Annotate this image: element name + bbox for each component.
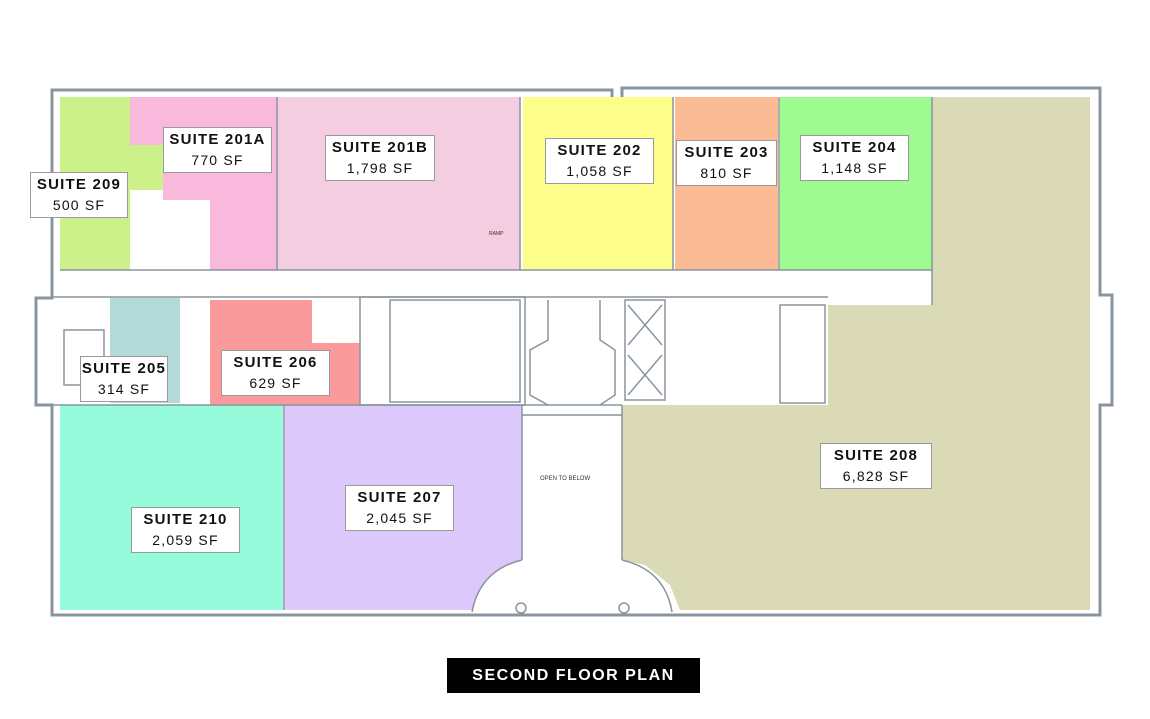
- suite-name: SUITE 204: [812, 139, 897, 156]
- suite-201b-label: SUITE 201B 1,798 SF: [325, 135, 435, 181]
- plan-title: SECOND FLOOR PLAN: [447, 658, 700, 693]
- suite-209-label: SUITE 209 500 SF: [30, 172, 128, 218]
- suite-205-label: SUITE 205 314 SF: [80, 356, 168, 402]
- suite-area: 2,045 SF: [366, 510, 433, 526]
- suite-210-label: SUITE 210 2,059 SF: [131, 507, 240, 553]
- suite-207-label: SUITE 207 2,045 SF: [345, 485, 454, 531]
- suite-201b-area[interactable]: [277, 97, 520, 270]
- suite-204-area[interactable]: [780, 97, 932, 270]
- suite-area: 1,058 SF: [566, 163, 633, 179]
- suite-204-label: SUITE 204 1,148 SF: [800, 135, 909, 181]
- suite-208-area[interactable]: [622, 97, 1090, 610]
- suite-area: 770 SF: [191, 152, 244, 168]
- interior-walls: [52, 97, 933, 614]
- suite-202-label: SUITE 202 1,058 SF: [545, 138, 654, 184]
- suite-name: SUITE 205: [81, 360, 167, 377]
- suite-area: 314 SF: [97, 381, 151, 397]
- suite-206-label: SUITE 206 629 SF: [221, 350, 330, 396]
- suite-name: SUITE 209: [36, 176, 122, 193]
- suite-201a-label: SUITE 201A 770 SF: [163, 127, 272, 173]
- suite-name: SUITE 201A: [169, 131, 266, 148]
- suite-name: SUITE 201B: [331, 139, 429, 156]
- suite-area: 1,798 SF: [346, 160, 414, 176]
- suite-area: 500 SF: [52, 197, 106, 213]
- suite-203-label: SUITE 203 810 SF: [676, 140, 777, 186]
- suite-area: 2,059 SF: [152, 532, 219, 548]
- suite-area: 1,148 SF: [821, 160, 888, 176]
- suite-name: SUITE 203: [684, 144, 769, 161]
- suite-area: 6,828 SF: [842, 468, 910, 484]
- open-to-below-note: OPEN TO BELOW: [540, 476, 591, 482]
- ramp-note: RAMP: [489, 231, 504, 237]
- suite-name: SUITE 210: [143, 511, 228, 528]
- suite-name: SUITE 207: [357, 489, 442, 506]
- suite-area: 810 SF: [700, 165, 753, 181]
- suite-208-label: SUITE 208 6,828 SF: [820, 443, 932, 489]
- suite-name: SUITE 208: [833, 447, 919, 464]
- suite-name: SUITE 202: [557, 142, 642, 159]
- suite-name: SUITE 206: [233, 354, 318, 371]
- suite-area: 629 SF: [249, 375, 302, 391]
